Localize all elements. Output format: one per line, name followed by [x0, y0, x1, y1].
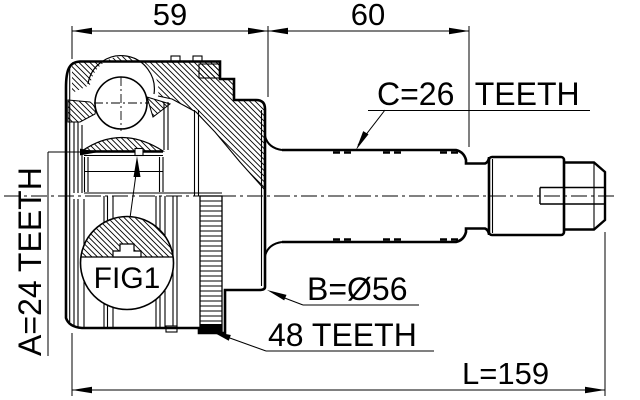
leader-48 — [226, 336, 434, 352]
fig1-label: FIG1 — [94, 262, 161, 295]
inner-race-hatch — [80, 136, 166, 152]
spline-tooth-detail — [134, 147, 144, 157]
balloon-tooth-profile — [112, 243, 142, 258]
cage-wedge-hatch — [146, 96, 172, 118]
dim-length-label: L=159 — [462, 356, 549, 391]
leader-c — [357, 109, 590, 146]
housing-wall-hatch — [72, 56, 265, 191]
leader-b — [281, 296, 419, 306]
ball-center-cross — [94, 77, 149, 131]
dim-59-label: 59 — [153, 0, 187, 32]
balloon-arrow — [133, 156, 141, 177]
arrow-48 — [211, 331, 231, 341]
arrow-b — [267, 290, 287, 301]
fig1-balloon — [79, 156, 175, 311]
housing-outline — [64, 60, 267, 335]
thread-end — [564, 161, 607, 231]
label-48-teeth: 48 TEETH — [268, 317, 417, 353]
label-a-teeth: A=24 TEETH — [12, 167, 48, 356]
arrow-a — [80, 148, 99, 156]
mouth-wedge-hatch — [67, 99, 96, 123]
balloon-hatch-segment — [81, 217, 173, 257]
label-b-diameter: B=Ø56 — [307, 271, 408, 307]
label-c-teeth: C=26 TEETH — [377, 76, 580, 112]
leader-a — [47, 151, 84, 356]
shaft — [282, 148, 607, 244]
dim-60-label: 60 — [351, 0, 385, 32]
race-groove-arc — [87, 55, 155, 95]
inner-race-hub — [83, 157, 222, 194]
balloon-leader — [129, 173, 137, 219]
dimension-arrows — [72, 27, 605, 394]
spline-cylinder — [487, 155, 566, 237]
keyway-slot — [539, 186, 605, 205]
spline-marks — [333, 151, 458, 241]
abs-ring-section — [198, 63, 221, 79]
arrow-c — [356, 131, 369, 150]
abs-tone-ring — [199, 195, 223, 334]
